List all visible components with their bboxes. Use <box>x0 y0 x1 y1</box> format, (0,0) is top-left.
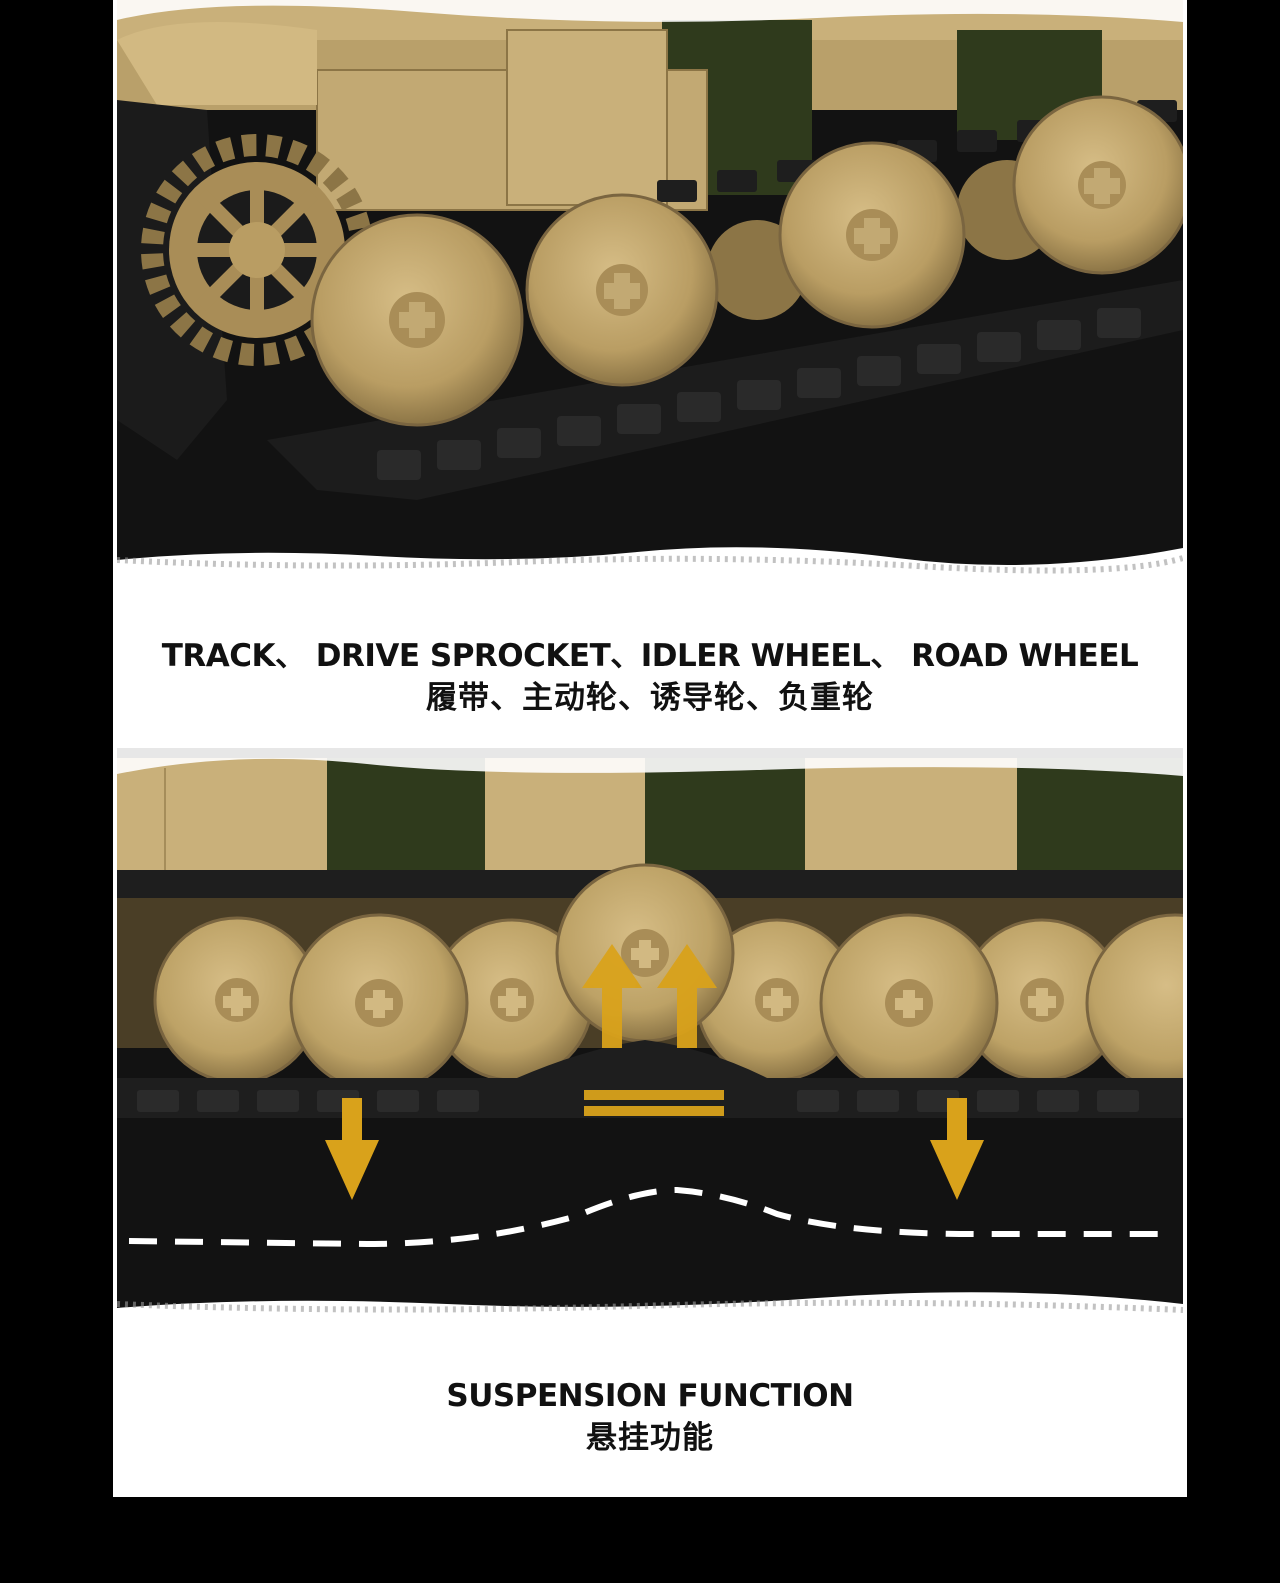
suspension-caption-zh: 悬挂功能 <box>586 1420 714 1456</box>
road-wheels <box>310 95 1183 427</box>
suspension-caption-en: SUSPENSION FUNCTION <box>446 1378 854 1414</box>
suspension-photo <box>117 748 1183 1346</box>
track-wheels-photo <box>117 0 1183 612</box>
terrain-line <box>128 1186 1173 1248</box>
up-arrow-icon <box>582 944 724 1116</box>
product-page: TRACK、 DRIVE SPROCKET、IDLER WHEEL、 ROAD … <box>113 0 1187 1497</box>
down-arrow-icon <box>325 1098 984 1200</box>
components-caption-en: TRACK、 DRIVE SPROCKET、IDLER WHEEL、 ROAD … <box>161 638 1139 674</box>
components-caption: TRACK、 DRIVE SPROCKET、IDLER WHEEL、 ROAD … <box>113 636 1187 720</box>
components-caption-zh: 履带、主动轮、诱导轮、负重轮 <box>426 680 874 716</box>
suspension-caption: SUSPENSION FUNCTION 悬挂功能 <box>113 1376 1187 1460</box>
